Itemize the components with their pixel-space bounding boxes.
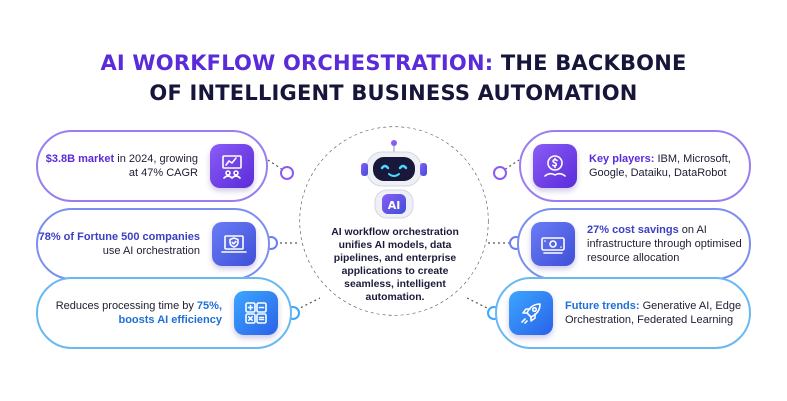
- stat-card-future-trends: Future trends: Generative AI, Edge Orche…: [495, 277, 751, 349]
- stat-card-market: $3.8B market in 2024, growing at 47% CAG…: [36, 130, 268, 202]
- title-accent: AI WORKFLOW ORCHESTRATION:: [100, 51, 494, 75]
- stat-card-key-players: Key players: IBM, Microsoft, Google, Dat…: [519, 130, 751, 202]
- page-title: AI WORKFLOW ORCHESTRATION: THE BACKBONE …: [0, 48, 787, 108]
- card-text: 78% of Fortune 500 companies use AI orch…: [38, 231, 200, 257]
- title-line-2: OF INTELLIGENT BUSINESS AUTOMATION: [149, 81, 638, 105]
- stat-card-cost-savings: 27% cost savings on AI infrastructure th…: [517, 208, 751, 280]
- robot-badge-text: AI: [388, 199, 401, 212]
- stat-card-processing-time: Reduces processing time by 75%, boosts A…: [36, 277, 292, 349]
- dollar-coin-hand-icon: [533, 144, 577, 188]
- title-line-1: AI WORKFLOW ORCHESTRATION: THE BACKBONE: [0, 48, 787, 78]
- money-bill-icon: [531, 222, 575, 266]
- card-text: Key players: IBM, Microsoft, Google, Dat…: [589, 153, 731, 179]
- link-left-1: [267, 159, 287, 173]
- laptop-shield-icon: [212, 222, 256, 266]
- presentation-chart-icon: [210, 144, 254, 188]
- card-text: Reduces processing time by 75%, boosts A…: [55, 300, 222, 326]
- card-text: 27% cost savings on AI infrastructure th…: [587, 224, 742, 264]
- node-left-1: [280, 166, 294, 180]
- calculator-icon: [234, 291, 278, 335]
- stat-card-fortune-500: 78% of Fortune 500 companies use AI orch…: [36, 208, 270, 280]
- card-text: $3.8B market in 2024, growing at 47% CAG…: [45, 153, 198, 179]
- robot-icon: AI: [361, 140, 427, 219]
- center-description: AI workflow orchestration unifies AI mod…: [331, 227, 459, 303]
- node-right-1: [493, 166, 507, 180]
- title-line-1-rest: THE BACKBONE: [493, 51, 687, 75]
- rocket-icon: [509, 291, 553, 335]
- card-text: Future trends: Generative AI, Edge Orche…: [565, 300, 742, 326]
- link-right-1: [500, 159, 520, 173]
